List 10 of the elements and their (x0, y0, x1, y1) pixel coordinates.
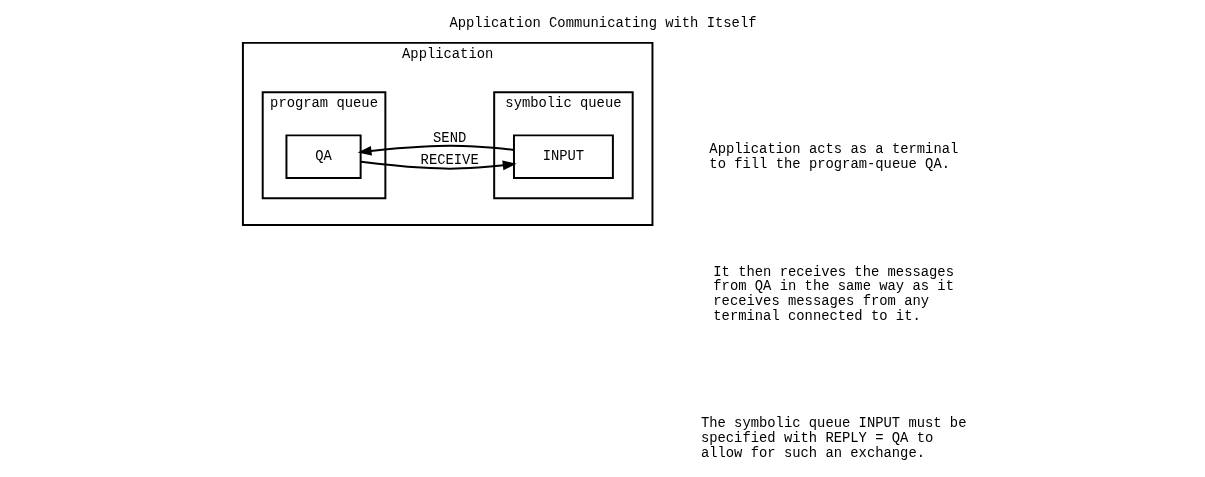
diagram-title: Application Communicating with Itself (448, 15, 757, 32)
edge-label: RECEIVE (420, 151, 479, 168)
label: It then receives the messages from QA in the same way as it receives messages from any terminal connected to it. (712, 263, 954, 325)
edge-label: SEND (432, 130, 466, 146)
label: The symbolic queue INPUT must be specified with REPLY = QA to allow for such an exchange. (700, 415, 966, 462)
node-box: QA (284, 134, 362, 179)
label: Application acts as a terminal to fill the program-queue QA. (708, 140, 958, 172)
arrow (359, 160, 517, 171)
node-box: INPUT (512, 134, 614, 179)
arrow (357, 144, 515, 156)
